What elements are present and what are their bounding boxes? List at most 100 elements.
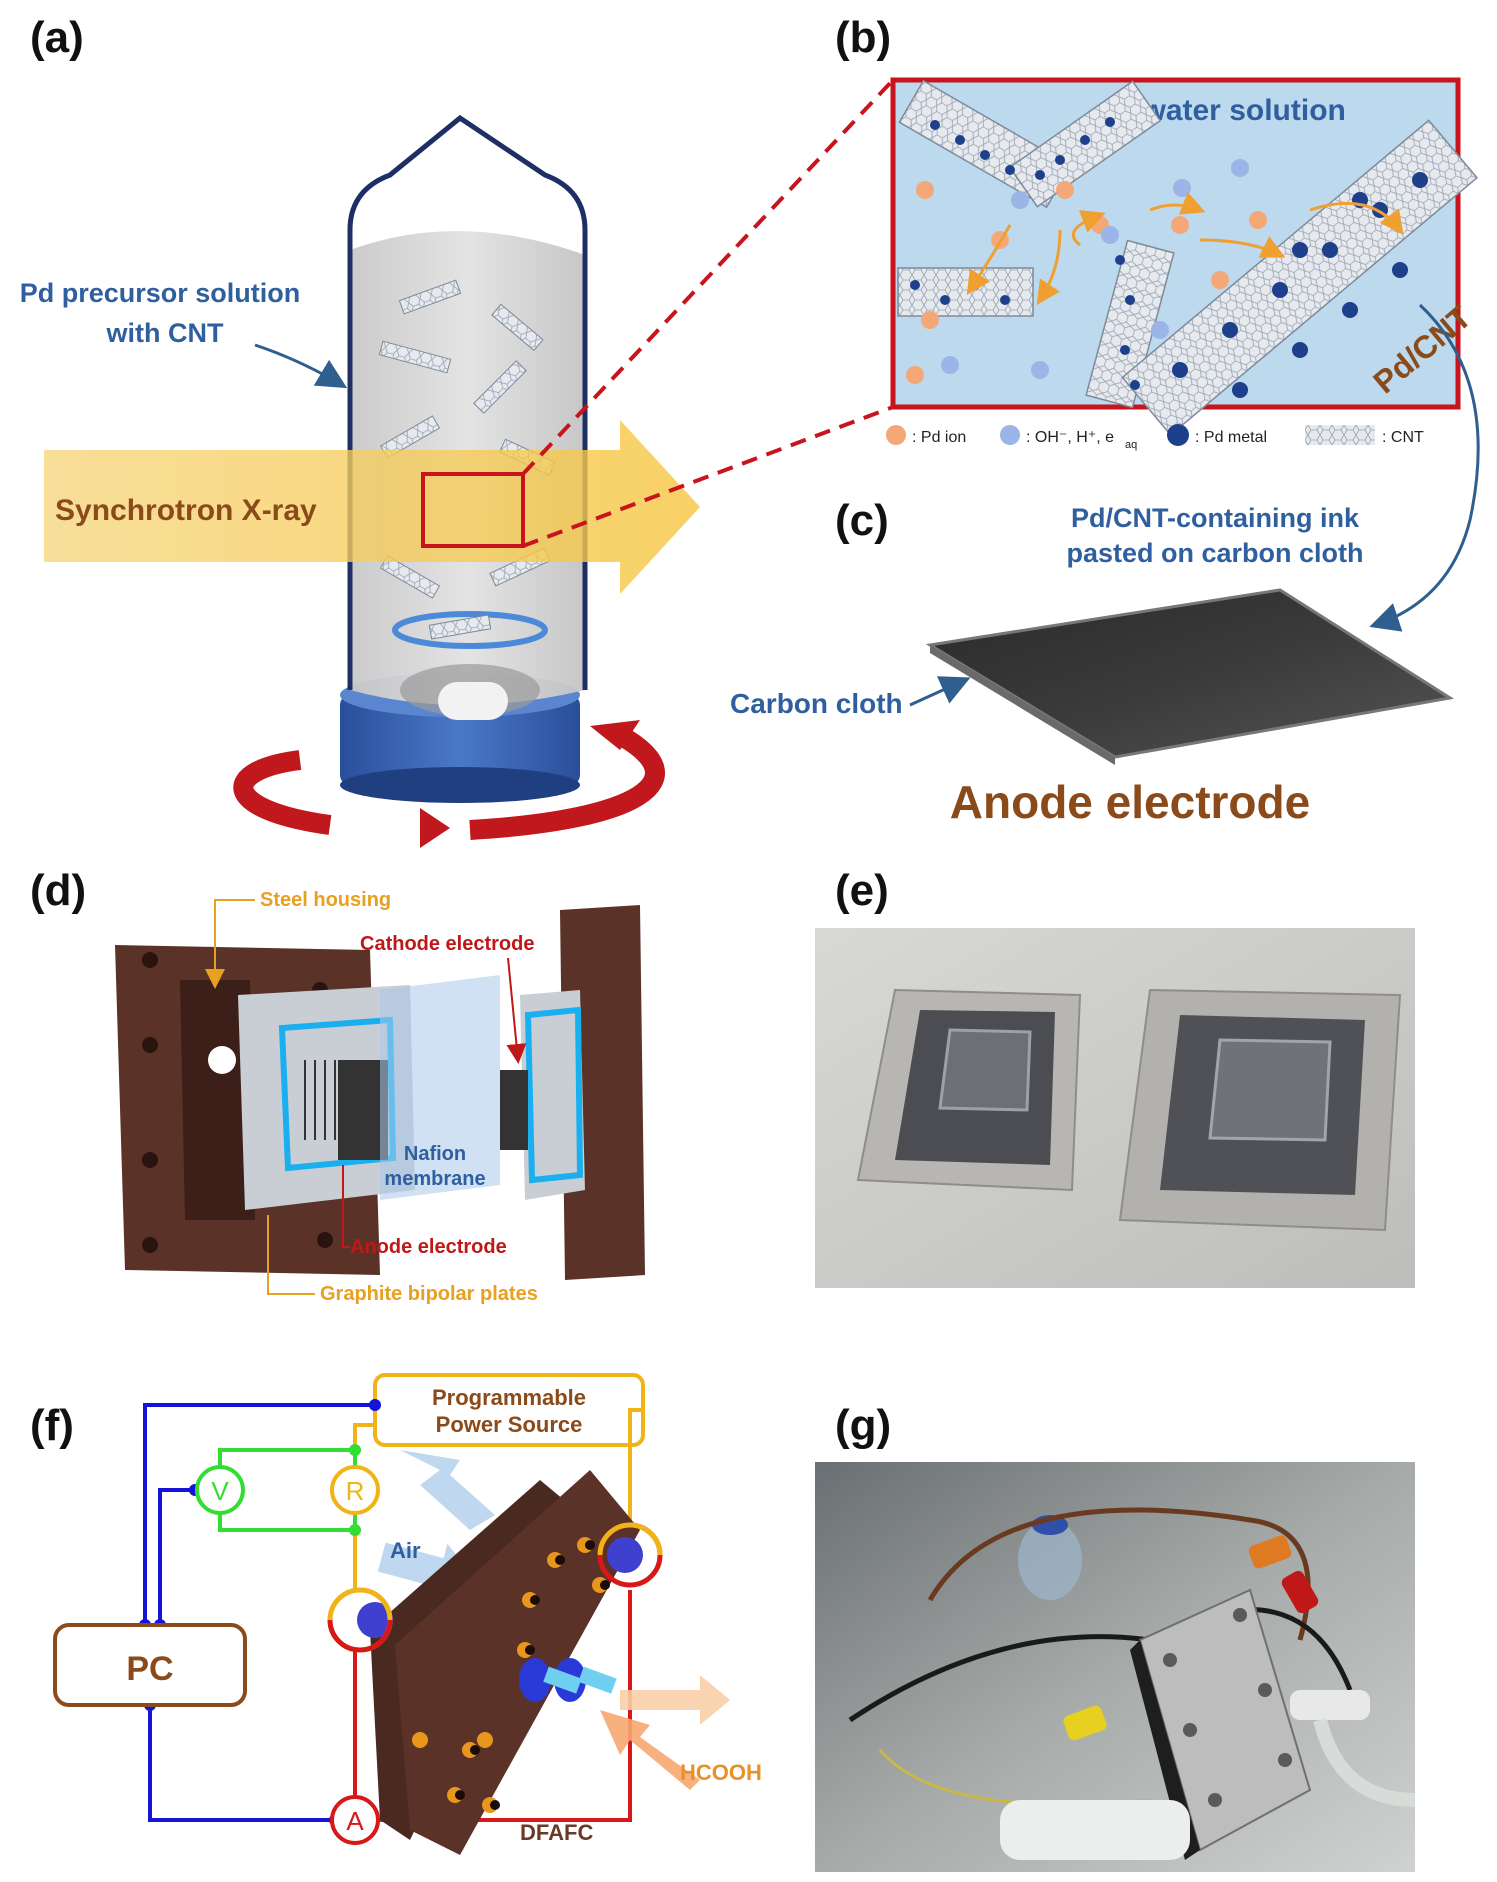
graphite-label: Graphite bipolar plates (320, 1283, 538, 1305)
anode-electrode-title: Anode electrode (950, 776, 1310, 828)
gasket-right (524, 1006, 584, 1184)
nafion-label-line2: membrane (384, 1168, 485, 1190)
power-source-line1: Programmable (432, 1385, 586, 1410)
resistor-label: R (346, 1476, 365, 1506)
oh-h-e-ions (941, 159, 1249, 379)
power-source-line2: Power Source (436, 1412, 583, 1437)
anode-label-d: Anode electrode (350, 1236, 507, 1258)
panel-f: (f) Programmable Power Source V (30, 1373, 762, 1855)
legend-oh-swatch (1000, 425, 1020, 445)
cathode-arrow (506, 957, 527, 1064)
cathode-label: Cathode electrode (360, 933, 534, 955)
fuel-cell-holes (455, 1540, 610, 1810)
flow-field-left (304, 1060, 346, 1140)
panel-e: (e) (815, 866, 1415, 1288)
legend-pd-metal-swatch (1167, 424, 1189, 446)
hcooh-label: HCOOH (680, 1760, 762, 1785)
left-housing-port (208, 1046, 236, 1074)
fuel-out-arrow (620, 1675, 730, 1725)
anode-electrode-block (338, 1060, 388, 1160)
wire-junctions (139, 1399, 381, 1826)
voltmeter (195, 1465, 245, 1515)
panel-b: (b) DI water solution (835, 13, 1478, 451)
zoom-line-bottom (522, 405, 894, 548)
panel-c-label: (c) (835, 496, 889, 545)
steel-housing-label: Steel housing (260, 889, 391, 911)
photo-g-bottle (1018, 1520, 1082, 1600)
panel-e-label: (e) (835, 866, 889, 915)
fuel-inlet-1 (519, 1658, 551, 1702)
legend-oh: : OH⁻, H⁺, e (1026, 429, 1114, 446)
ink-arrow (1369, 303, 1480, 632)
tube-cap-bottom (340, 767, 580, 803)
arrow-head-right (590, 720, 640, 750)
panel-a-label: (a) (30, 13, 84, 62)
stir-swirl (392, 611, 548, 649)
voltmeter-label: V (211, 1476, 229, 1506)
tube-cap (340, 695, 580, 785)
nafion-label-line1: Nafion (404, 1143, 466, 1165)
reaction-arrows (966, 192, 1404, 305)
panel-d: (d) Steel housing Cathode electrode Nafi… (30, 866, 645, 1305)
precursor-arrow (254, 343, 348, 389)
fuel-tube-2 (578, 1666, 617, 1694)
legend-oh-sub: aq (1125, 439, 1137, 451)
air-arrow-out (400, 1450, 495, 1530)
photo-g-wire-brown (927, 1507, 1311, 1641)
resistor (330, 1465, 380, 1515)
fuel-tube-1 (543, 1666, 582, 1694)
cathode-electrode-block (500, 1070, 528, 1150)
stir-bar (438, 682, 508, 720)
xray-beam (44, 420, 700, 594)
carbon-cloth (925, 588, 1455, 759)
photo-e-flowfield-left (938, 1028, 1032, 1112)
photo-g-cell-bolts (1163, 1608, 1292, 1807)
steel-housing-arrow (205, 899, 255, 989)
nafion-membrane (380, 975, 500, 1200)
legend-pd-metal: : Pd metal (1195, 429, 1267, 446)
photo-g-fitting (1290, 1690, 1370, 1720)
photo-g-clip-red (1281, 1570, 1319, 1614)
photo-g-tubing (1313, 1718, 1416, 1807)
legend-cnt: : CNT (1382, 429, 1424, 446)
panel-d-label: (d) (30, 866, 86, 915)
ink-label-line1: Pd/CNT-containing ink (1071, 503, 1360, 533)
panel-a: (a) Synchrotron X-ray (20, 13, 895, 848)
fuel-in-arrow (600, 1710, 700, 1790)
rotation-arrow-left (233, 750, 332, 835)
terminal-left-ring-red (327, 1619, 393, 1653)
panel-g-label: (g) (835, 1401, 891, 1450)
graphite-arrow (267, 1215, 315, 1295)
pc-box (53, 1623, 247, 1707)
photo-g-clip-yellow (1063, 1705, 1107, 1741)
terminal-right (607, 1537, 643, 1573)
graphite-plate-right (520, 990, 585, 1200)
precursor-label-line1: Pd precursor solution (20, 278, 301, 308)
rotation-arrow-right (469, 726, 665, 840)
ammeter-label: A (346, 1806, 364, 1836)
green-junctions (349, 1444, 361, 1536)
panel-c: (c) Pd/CNT-containing ink pasted on carb… (730, 303, 1480, 828)
xray-label: Synchrotron X-ray (55, 494, 317, 527)
carbon-cloth-label: Carbon cloth (730, 688, 903, 719)
terminal-right-ring-yellow (597, 1522, 663, 1556)
photo-e-flowfield-right (1208, 1038, 1332, 1142)
anode-arrow-d (342, 1165, 350, 1248)
carbon-cloth-arrow (909, 676, 971, 707)
panel-f-label: (f) (30, 1401, 74, 1450)
left-housing-recess (180, 980, 255, 1220)
carbon-cloth-edge (930, 645, 1115, 765)
precursor-label-line2: with CNT (106, 318, 224, 348)
pc-label: PC (126, 1650, 173, 1688)
panel-b-label: (b) (835, 13, 891, 62)
photo-g-clip-orange (1248, 1535, 1292, 1569)
photo-g-stir-plate (1000, 1800, 1190, 1860)
left-housing-bolts (142, 952, 333, 1253)
ammeter (330, 1795, 380, 1845)
arrow-head-bottom (420, 808, 450, 848)
legend-pd-ion: : Pd ion (912, 429, 966, 446)
fuel-cell-plate-front (395, 1470, 640, 1855)
legend-pd-ion-swatch (886, 425, 906, 445)
ink-label-line2: pasted on carbon cloth (1066, 538, 1363, 568)
